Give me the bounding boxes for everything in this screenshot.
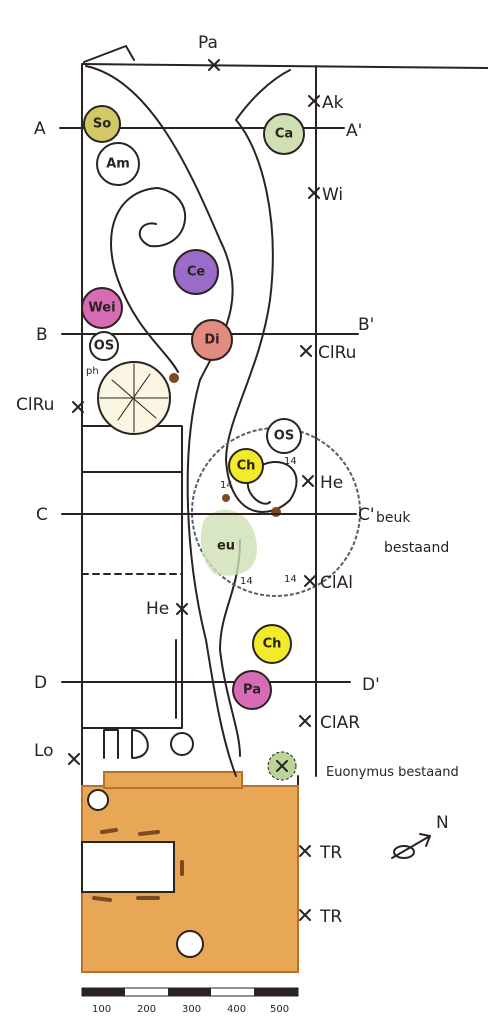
note-beuk: beuk	[376, 510, 411, 526]
plant-wei: Wei	[81, 287, 123, 329]
ph-label: ph	[86, 366, 99, 377]
scale-400: 400	[227, 1004, 246, 1015]
dot-1	[222, 494, 230, 502]
scale-300: 300	[182, 1004, 201, 1015]
svg-text:Ca: Ca	[275, 127, 293, 142]
plant-os-1: OS	[89, 331, 119, 361]
plant-ce: Ce	[173, 249, 219, 295]
section-c-left: C	[36, 505, 48, 525]
section-d-left: D	[34, 673, 47, 693]
plant-ca: Ca	[263, 113, 305, 155]
marker-tr-1: TR	[319, 843, 342, 863]
svg-text:Pa: Pa	[243, 683, 261, 698]
note-14a: 14	[284, 456, 297, 467]
marker-clru-right: ClRu	[318, 343, 356, 363]
svg-text:Ch: Ch	[237, 459, 256, 474]
scale-100: 100	[92, 1004, 111, 1015]
ph-tree: ph	[86, 361, 171, 435]
plant-eu: eu	[217, 539, 235, 554]
plant-ch-1: Ch	[228, 448, 264, 484]
garden-path	[85, 65, 298, 777]
plant-di: Di	[191, 319, 233, 361]
dot-2	[169, 373, 179, 383]
beuk-trunk	[271, 507, 281, 517]
plant-so: So	[83, 105, 121, 143]
beuk-canopy	[191, 427, 361, 597]
section-b-left: B	[36, 325, 48, 345]
marker-clru-left: ClRu	[16, 395, 54, 415]
building-blocks	[81, 425, 194, 759]
note-14c: 14	[240, 576, 253, 587]
svg-text:So: So	[93, 117, 111, 132]
scale-200: 200	[137, 1004, 156, 1015]
scale-labels: 100 200 300 400 500	[92, 1004, 289, 1015]
plant-os-2: OS	[266, 418, 302, 454]
svg-text:Am: Am	[106, 157, 130, 172]
scale-bar	[81, 987, 299, 997]
section-a-left: A	[34, 119, 46, 139]
section-c-right: C'	[358, 505, 375, 525]
marker-wi: Wi	[322, 185, 343, 205]
marker-ak: Ak	[322, 93, 344, 113]
svg-text:Di: Di	[204, 333, 219, 348]
marker-tr-2: TR	[319, 907, 342, 927]
marker-clal: ClAl	[320, 573, 353, 593]
euonymus-bush	[267, 751, 297, 781]
scale-500: 500	[270, 1004, 289, 1015]
marker-pa-top: Pa	[198, 33, 218, 53]
plant-am: Am	[96, 142, 140, 186]
svg-text:Ch: Ch	[263, 637, 282, 652]
marker-he-center: He	[146, 599, 169, 619]
section-d-right: D'	[362, 675, 380, 695]
section-a-right: A'	[346, 121, 362, 141]
north-label: N	[436, 813, 449, 833]
svg-text:Ce: Ce	[187, 265, 206, 280]
note-bestaand: bestaand	[384, 540, 449, 556]
x-markers	[68, 59, 320, 921]
marker-lo: Lo	[34, 741, 54, 761]
svg-text:Wei: Wei	[88, 301, 115, 316]
plant-ch-2: Ch	[252, 624, 292, 664]
note-euonymus: Euonymus bestaand	[326, 765, 459, 780]
section-b-right: B'	[358, 315, 374, 335]
marker-clar: ClAR	[320, 713, 360, 733]
north-arrow-icon	[391, 833, 431, 859]
svg-text:OS: OS	[274, 429, 294, 444]
note-14b: 14	[220, 480, 233, 491]
svg-text:OS: OS	[94, 339, 114, 354]
marker-he-right: He	[320, 473, 343, 493]
terrace	[81, 771, 299, 973]
note-14d: 14	[284, 574, 297, 585]
eu-area	[200, 509, 257, 576]
plant-pa: Pa	[232, 670, 272, 710]
